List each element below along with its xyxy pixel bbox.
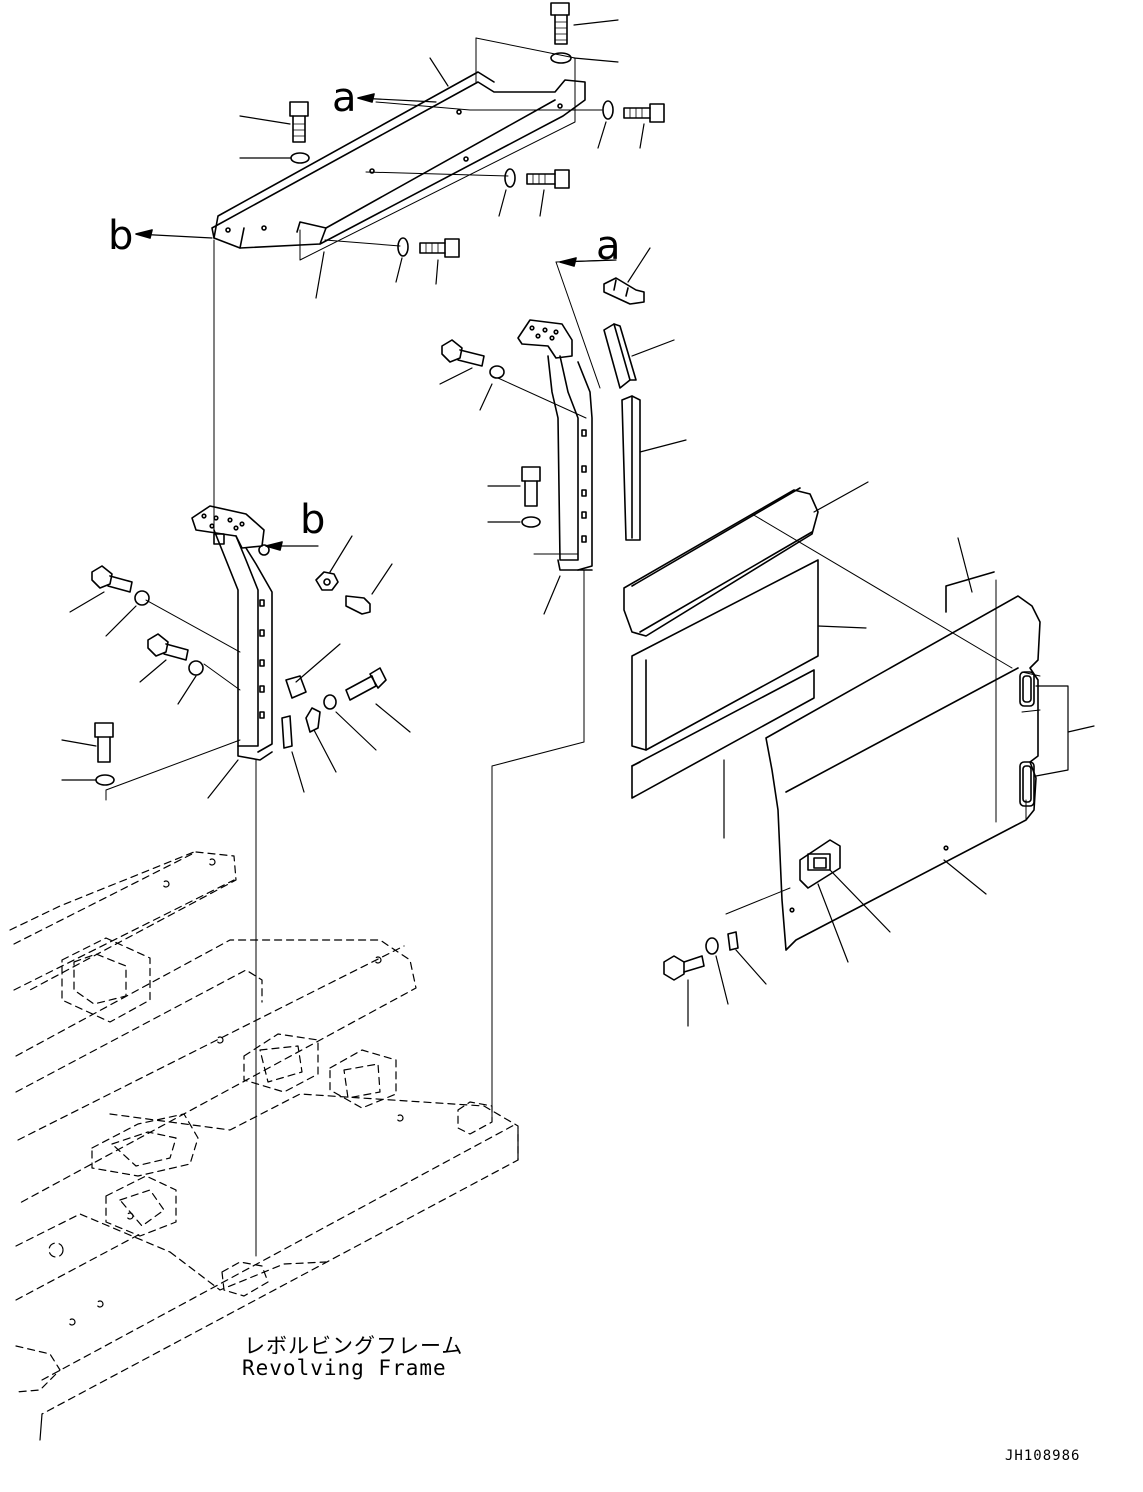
right-post [518,320,592,570]
part-number-leaders-right [440,368,560,614]
washer-left-right [324,695,336,709]
part-number-leaders-panels [724,482,868,838]
nut-left [316,572,338,590]
right-post-leaders [492,260,616,1120]
bolt-left-3 [95,723,113,762]
spring-washer-door [728,932,738,950]
seal-clip [604,278,644,304]
bolt-left-1 [92,566,132,592]
door-rod [946,572,994,612]
washer-top-5 [398,238,408,256]
part-number-leaders-door-bolt [688,950,766,1026]
washer-top-1 [551,53,571,63]
bolt-door [664,956,704,980]
seal-short [604,324,636,388]
side-door-leaders [726,514,1012,914]
callout-a-top: a [332,75,357,121]
callout-a-right: a [596,223,621,269]
panel-seal-top [624,488,818,636]
callout-b-left: b [108,213,134,259]
clip-left [306,708,320,732]
side-door [766,596,1040,950]
part-number-leaders-seals [628,248,686,452]
washer-door [706,938,718,954]
part-number-leaders-door [818,538,1094,962]
left-post [192,506,272,760]
bolt-top-5 [420,239,459,257]
bolt-left-right [346,668,386,700]
washer-left-3 [96,775,114,785]
washer-top-2 [603,101,613,119]
washer-top-4 [505,169,515,187]
washer-right-1 [490,366,504,378]
washer-left-1 [135,591,149,605]
bolt-top-3 [290,102,308,142]
part-number-leaders-left [62,536,410,798]
bolt-right-2 [522,467,540,506]
block-left [286,676,306,698]
leader-lines-top [300,38,602,260]
drawing-id: JH108986 [1005,1448,1081,1464]
washer-right-2 [522,517,540,527]
frame-label-japanese: レボルビングフレーム [244,1334,464,1358]
bolt-left-2 [148,634,188,660]
panel-seal-bottom [632,670,814,798]
frame-label-english: Revolving Frame [242,1356,447,1380]
part-number-leaders-top [240,20,644,298]
bolt-right-1 [442,340,484,366]
washer-top-3 [291,153,309,163]
callout-b-post: b [300,497,326,543]
washer-left-2 [189,661,203,675]
bolt-top-4 [527,170,569,188]
left-post-leaders [106,240,256,1256]
bolt-top-2 [624,104,664,122]
panel-seal-mid [632,560,818,750]
top-rail-bracket [212,72,585,248]
bolt-left-side [346,596,370,614]
plate-left [282,716,292,748]
revolving-frame-edge [40,1130,518,1440]
bolt-top-1 [551,3,569,44]
seal-long [622,396,640,540]
